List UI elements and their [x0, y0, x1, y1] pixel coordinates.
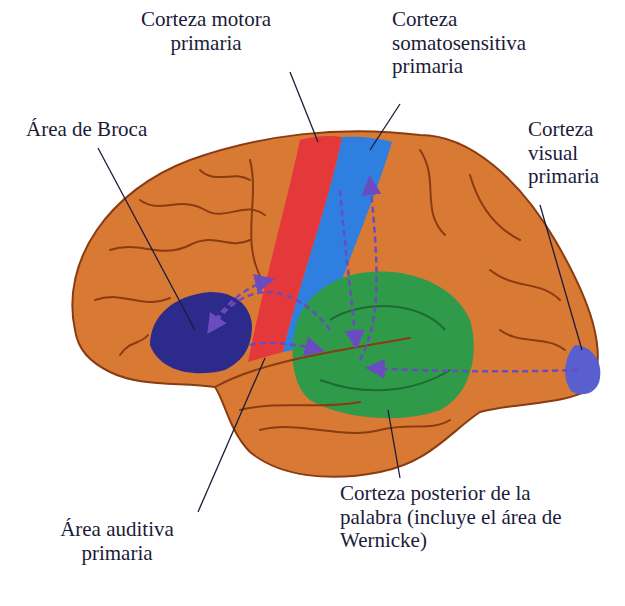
region-label: Corteza motora primaria — [108, 8, 304, 55]
region-label: Corteza visual primaria — [528, 118, 620, 189]
region-label: Corteza somatosensitiva primaria — [392, 8, 554, 79]
leader-lines — [98, 72, 582, 512]
region-label: Área de Broca — [26, 118, 196, 142]
region-label: Corteza posterior de la palabra (incluye… — [340, 482, 570, 553]
gyri-lines — [95, 150, 565, 433]
wernicke-region — [293, 271, 474, 418]
pathway-arrows — [210, 180, 578, 371]
broca-region — [150, 292, 252, 373]
visual-region — [565, 345, 600, 394]
region-label: Área auditiva primaria — [22, 518, 212, 565]
brain-outline — [72, 131, 598, 477]
